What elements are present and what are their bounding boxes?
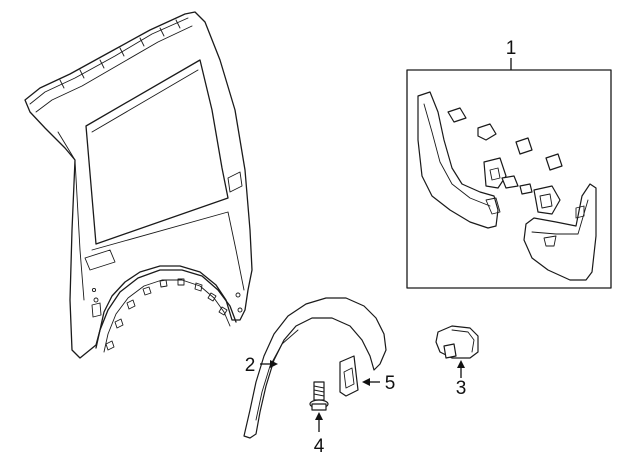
push-retainer-illustration (435, 325, 479, 359)
callout-3: 3 (456, 378, 467, 399)
leader-5 (362, 378, 380, 386)
mud-flap-kit-illustration (417, 91, 597, 281)
retainer-clip-illustration (339, 355, 359, 397)
wheel-arch-molding-illustration (243, 297, 387, 439)
leader-4 (315, 412, 323, 432)
callout-4: 4 (314, 436, 325, 457)
callout-5: 5 (385, 373, 396, 394)
leader-2 (260, 360, 278, 368)
callout-1: 1 (506, 38, 517, 59)
leader-3 (457, 360, 465, 378)
quarter-panel-illustration (24, 11, 253, 359)
callout-2: 2 (245, 355, 256, 376)
screw-illustration (309, 381, 329, 411)
mud-flap-kit-box (406, 69, 612, 289)
